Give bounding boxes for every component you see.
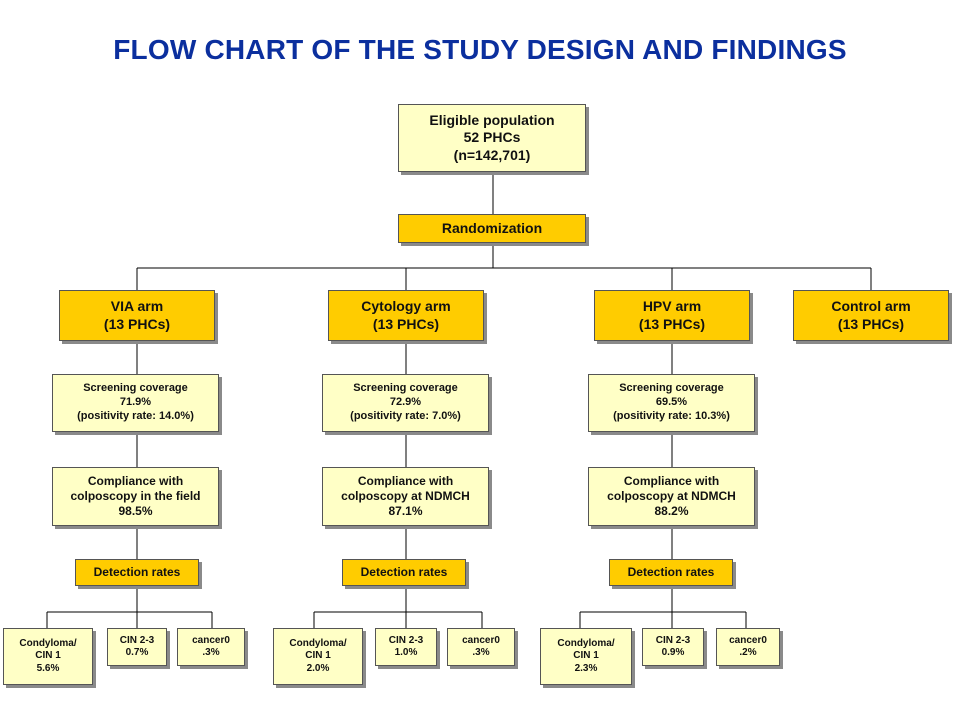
via-detection-label: Detection rates <box>93 565 181 579</box>
hpv-condyloma-box: Condyloma/ CIN 1 2.3% <box>540 628 632 685</box>
cytology-compliance-line-1: Compliance with <box>357 474 454 488</box>
cytology-cin23-line-2: 1.0% <box>394 647 418 658</box>
hpv-arm-phcs: (13 PHCs) <box>638 315 706 332</box>
eligible-line-3: (n=142,701) <box>453 146 531 163</box>
hpv-coverage-line-2: 69.5% <box>655 396 688 409</box>
hpv-cin23-line-1: CIN 2-3 <box>655 634 691 646</box>
randomization-box: Randomization <box>398 214 586 243</box>
control-arm-phcs: (13 PHCs) <box>837 315 905 332</box>
hpv-coverage-box: Screening coverage 69.5% (positivity rat… <box>588 374 755 432</box>
via-coverage-box: Screening coverage 71.9% (positivity rat… <box>52 374 219 432</box>
hpv-cin23-box: CIN 2-3 0.9% <box>642 628 704 666</box>
cytology-condyloma-line-2: CIN 1 <box>305 650 331 662</box>
cytology-coverage-line-3: (positivity rate: 7.0%) <box>350 409 461 422</box>
via-coverage-line-3: (positivity rate: 14.0%) <box>77 409 194 422</box>
cytology-condyloma-line-1: Condyloma/ <box>289 637 347 649</box>
via-compliance-line-2: colposcopy in the field <box>70 489 201 503</box>
via-cancer-line-2: .3% <box>202 647 220 658</box>
via-condyloma-box: Condyloma/ CIN 1 5.6% <box>3 628 93 685</box>
eligible-population-box: Eligible population 52 PHCs (n=142,701) <box>398 104 586 172</box>
hpv-compliance-line-2: colposcopy at NDMCH <box>607 489 736 503</box>
eligible-line-1: Eligible population <box>429 111 555 128</box>
via-cancer-line-1: cancer0 <box>192 634 230 646</box>
via-condyloma-line-3: 5.6% <box>36 662 60 674</box>
via-compliance-box: Compliance with colposcopy in the field … <box>52 467 219 526</box>
via-arm-phcs: (13 PHCs) <box>103 315 171 332</box>
hpv-compliance-line-1: Compliance with <box>623 474 720 488</box>
cytology-condyloma-line-3: 2.0% <box>306 662 330 674</box>
cytology-coverage-line-2: 72.9% <box>389 396 422 409</box>
cytology-cancer-box: cancer0 .3% <box>447 628 515 666</box>
via-compliance-line-3: 98.5% <box>118 504 153 518</box>
hpv-compliance-box: Compliance with colposcopy at NDMCH 88.2… <box>588 467 755 526</box>
via-coverage-line-2: 71.9% <box>119 396 152 409</box>
hpv-condyloma-line-1: Condyloma/ <box>557 637 615 649</box>
hpv-coverage-line-3: (positivity rate: 10.3%) <box>613 409 730 422</box>
cytology-compliance-box: Compliance with colposcopy at NDMCH 87.1… <box>322 467 489 526</box>
cytology-compliance-line-2: colposcopy at NDMCH <box>341 489 470 503</box>
via-arm-box: VIA arm (13 PHCs) <box>59 290 215 341</box>
hpv-cin23-line-2: 0.9% <box>661 647 685 658</box>
hpv-compliance-line-3: 88.2% <box>654 504 689 518</box>
via-detection-box: Detection rates <box>75 559 199 586</box>
control-arm-name: Control arm <box>831 298 911 314</box>
cytology-arm-box: Cytology arm (13 PHCs) <box>328 290 484 341</box>
cytology-coverage-box: Screening coverage 72.9% (positivity rat… <box>322 374 489 432</box>
cytology-compliance-line-3: 87.1% <box>388 504 423 518</box>
via-condyloma-line-2: CIN 1 <box>35 650 61 662</box>
cytology-coverage-line-1: Screening coverage <box>353 382 458 395</box>
cytology-cancer-line-2: .3% <box>472 647 490 658</box>
via-coverage-line-1: Screening coverage <box>83 382 188 395</box>
randomization-label: Randomization <box>441 219 543 236</box>
cytology-arm-name: Cytology arm <box>361 298 451 314</box>
cytology-cin23-box: CIN 2-3 1.0% <box>375 628 437 666</box>
hpv-coverage-line-1: Screening coverage <box>619 382 724 395</box>
control-arm-box: Control arm (13 PHCs) <box>793 290 949 341</box>
via-compliance-line-1: Compliance with <box>87 474 184 488</box>
via-cancer-box: cancer0 .3% <box>177 628 245 666</box>
cytology-detection-label: Detection rates <box>360 565 448 579</box>
via-cin23-line-2: 0.7% <box>125 647 149 658</box>
cytology-detection-box: Detection rates <box>342 559 466 586</box>
via-arm-name: VIA arm <box>110 298 164 314</box>
hpv-condyloma-line-3: 2.3% <box>574 662 598 674</box>
cytology-arm-phcs: (13 PHCs) <box>372 315 440 332</box>
cytology-cin23-line-1: CIN 2-3 <box>388 634 424 646</box>
cytology-condyloma-box: Condyloma/ CIN 1 2.0% <box>273 628 363 685</box>
hpv-arm-name: HPV arm <box>642 298 702 314</box>
via-cin23-box: CIN 2-3 0.7% <box>107 628 167 666</box>
page-title: FLOW CHART OF THE STUDY DESIGN AND FINDI… <box>113 34 847 65</box>
hpv-arm-box: HPV arm (13 PHCs) <box>594 290 750 341</box>
hpv-cancer-line-1: cancer0 <box>729 634 767 646</box>
hpv-condyloma-line-2: CIN 1 <box>573 650 599 662</box>
via-cin23-line-1: CIN 2-3 <box>119 634 155 646</box>
hpv-detection-box: Detection rates <box>609 559 733 586</box>
via-condyloma-line-1: Condyloma/ <box>19 637 77 649</box>
hpv-detection-label: Detection rates <box>627 565 715 579</box>
hpv-cancer-box: cancer0 .2% <box>716 628 780 666</box>
hpv-cancer-line-2: .2% <box>739 647 757 658</box>
eligible-line-2: 52 PHCs <box>463 129 521 146</box>
cytology-cancer-line-1: cancer0 <box>462 634 500 646</box>
